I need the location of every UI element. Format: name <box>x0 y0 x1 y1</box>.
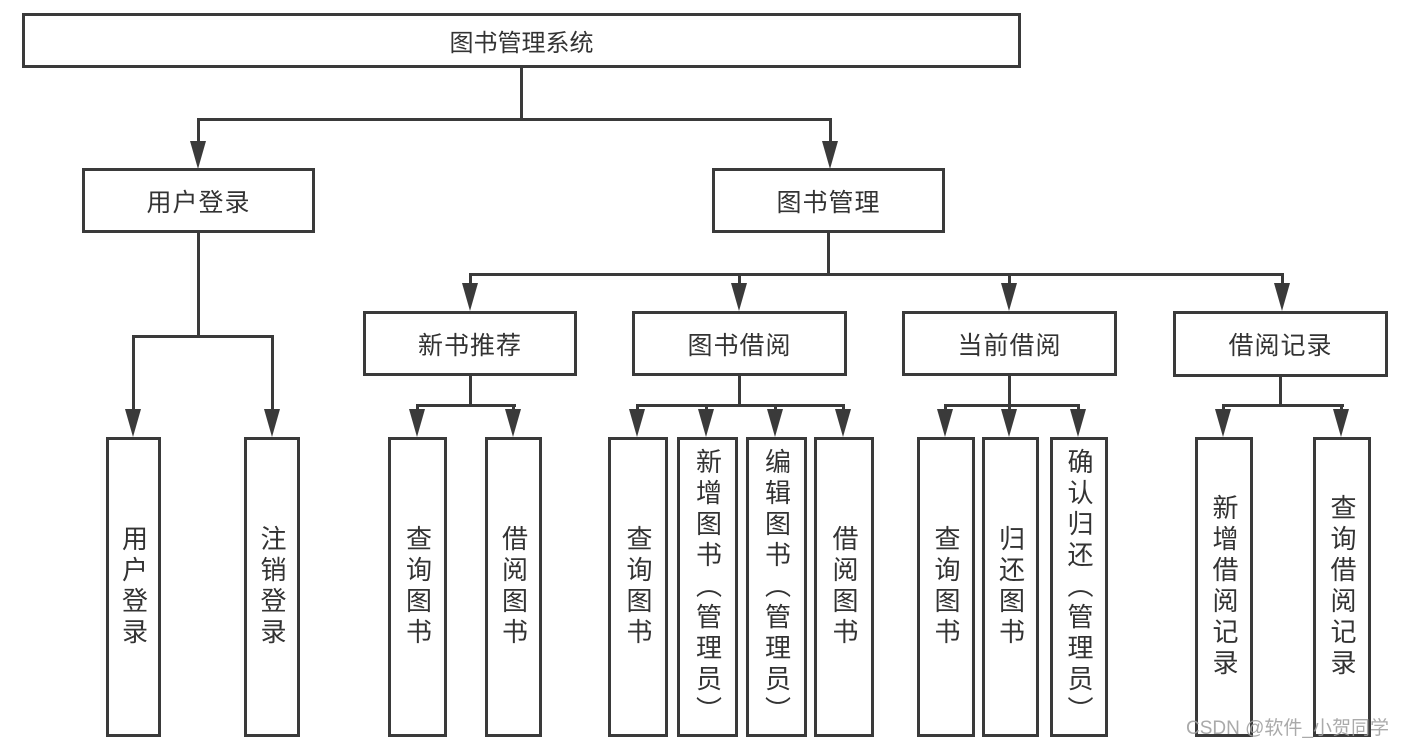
leaf-confirm-return-admin: 确认归还（管理员） <box>1050 437 1108 737</box>
arrow-down-icon <box>1001 283 1017 311</box>
arrow-down-icon <box>1274 283 1290 311</box>
connector-line <box>197 233 200 335</box>
leaf-edit-book-admin-label: 编辑图书（管理员） <box>761 447 792 727</box>
node-root-system: 图书管理系统 <box>22 13 1021 68</box>
node-user-login-label: 用户登录 <box>146 188 251 217</box>
connector-line <box>197 118 200 144</box>
leaf-query-book-2: 查询图书 <box>608 437 668 737</box>
connector-line <box>1279 377 1282 406</box>
leaf-query-book-3: 查询图书 <box>917 437 975 737</box>
leaf-query-book-3-label: 查询图书 <box>931 525 961 649</box>
leaf-confirm-return-admin-label: 确认归还（管理员） <box>1064 447 1094 727</box>
leaf-add-borrow-record: 新增借阅记录 <box>1195 437 1253 737</box>
connector-line <box>469 273 472 285</box>
connector-line <box>512 404 515 410</box>
connector-line <box>197 118 832 121</box>
watermark: CSDN @软件_小贺同学 <box>1186 718 1389 739</box>
connector-line <box>416 404 419 410</box>
connector-line <box>944 404 1080 407</box>
leaf-borrow-book-2-label: 借阅图书 <box>829 525 859 649</box>
arrow-down-icon <box>1001 409 1017 437</box>
connector-line <box>842 404 845 410</box>
node-book-management: 图书管理 <box>712 168 945 233</box>
connector-line <box>132 335 135 410</box>
leaf-add-book-admin-label: 新增图书（管理员） <box>692 447 723 727</box>
leaf-borrow-book-1-label: 借阅图书 <box>498 525 529 649</box>
arrow-down-icon <box>767 409 783 437</box>
leaf-return-book-label: 归还图书 <box>995 525 1026 649</box>
node-root-label: 图书管理系统 <box>449 30 594 57</box>
arrow-down-icon <box>125 409 141 437</box>
arrow-down-icon <box>462 283 478 311</box>
connector-line <box>469 376 472 406</box>
leaf-edit-book-admin: 编辑图书（管理员） <box>746 437 807 737</box>
connector-line <box>827 233 830 275</box>
arrow-down-icon <box>731 283 747 311</box>
node-new-book-recommend: 新书推荐 <box>363 311 577 376</box>
leaf-logout-label: 注销登录 <box>257 525 287 649</box>
connector-line <box>1008 404 1011 410</box>
leaf-borrow-book-2: 借阅图书 <box>814 437 874 737</box>
arrow-down-icon <box>190 141 206 169</box>
connector-line <box>271 335 274 410</box>
leaf-return-book: 归还图书 <box>982 437 1039 737</box>
connector-line <box>1340 404 1343 410</box>
connector-line <box>416 404 516 407</box>
leaf-query-book-2-label: 查询图书 <box>623 525 653 649</box>
connector-line <box>829 118 832 144</box>
connector-line <box>132 335 274 338</box>
arrow-down-icon <box>1215 409 1231 437</box>
connector-line <box>1008 375 1011 406</box>
node-book-borrow: 图书借阅 <box>632 311 847 376</box>
node-book-borrow-label: 图书借阅 <box>687 331 792 360</box>
node-borrow-record-label: 借阅记录 <box>1228 332 1333 360</box>
arrow-down-icon <box>409 409 425 437</box>
connector-line <box>469 273 1284 276</box>
arrow-down-icon <box>505 409 521 437</box>
leaf-add-borrow-record-label: 新增借阅记录 <box>1209 494 1239 680</box>
arrow-down-icon <box>822 141 838 169</box>
leaf-query-borrow-record: 查询借阅记录 <box>1313 437 1371 737</box>
leaf-add-book-admin: 新增图书（管理员） <box>677 437 738 737</box>
connector-line <box>520 68 523 118</box>
node-new-book-recommend-label: 新书推荐 <box>417 331 522 360</box>
connector-line <box>738 273 741 285</box>
node-user-login: 用户登录 <box>82 168 315 233</box>
connector-line <box>1008 273 1011 285</box>
connector-line <box>1281 273 1284 285</box>
arrow-down-icon <box>1333 409 1349 437</box>
connector-line <box>1077 404 1080 410</box>
node-book-management-label: 图书管理 <box>776 188 881 217</box>
connector-line <box>637 404 845 407</box>
leaf-query-book-1-label: 查询图书 <box>402 525 433 649</box>
leaf-borrow-book-1: 借阅图书 <box>485 437 542 737</box>
leaf-query-borrow-record-label: 查询借阅记录 <box>1327 494 1357 680</box>
node-current-borrow: 当前借阅 <box>902 311 1117 376</box>
connector-line <box>1222 404 1344 407</box>
arrow-down-icon <box>835 409 851 437</box>
connector-line <box>1222 404 1225 410</box>
leaf-user-login-label: 用户登录 <box>118 525 149 649</box>
arrow-down-icon <box>629 409 645 437</box>
connector-line <box>705 404 708 410</box>
leaf-query-book-1: 查询图书 <box>388 437 447 737</box>
arrow-down-icon <box>698 409 714 437</box>
arrow-down-icon <box>1070 409 1086 437</box>
connector-line <box>944 404 947 410</box>
connector-line <box>774 404 777 410</box>
arrow-down-icon <box>937 409 953 437</box>
connector-line <box>738 376 741 406</box>
leaf-user-login: 用户登录 <box>106 437 161 737</box>
node-current-borrow-label: 当前借阅 <box>957 331 1062 360</box>
arrow-down-icon <box>264 409 280 437</box>
leaf-logout: 注销登录 <box>244 437 300 737</box>
node-borrow-record: 借阅记录 <box>1173 311 1388 377</box>
connector-line <box>636 404 639 410</box>
